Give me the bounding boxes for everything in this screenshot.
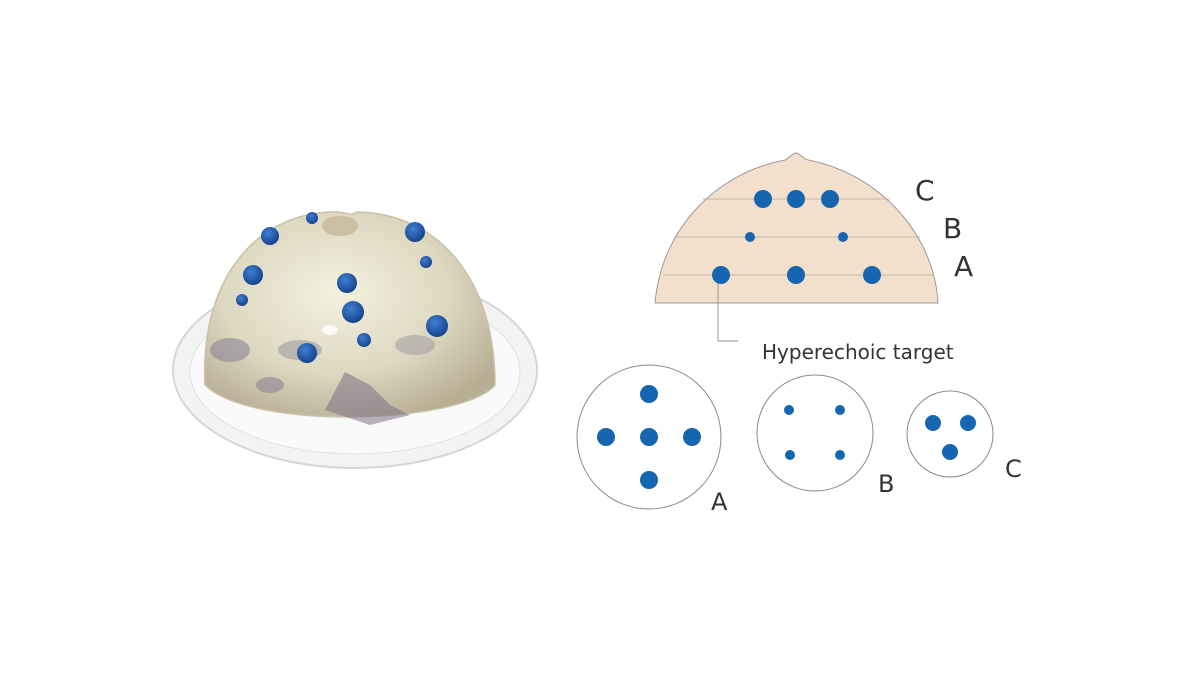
breast-outline — [654, 152, 939, 304]
side-targets — [712, 190, 881, 284]
nipple — [322, 216, 358, 236]
phantom-photo — [172, 210, 538, 469]
cross-section-a-label: A — [711, 488, 728, 516]
cross-section-c: C — [906, 390, 1022, 483]
cross-section-b-label: B — [878, 470, 894, 498]
side-view-diagram: C B A Hyperechoic target — [654, 152, 973, 364]
cross-section-a: A — [576, 364, 728, 516]
label-layer-c: C — [915, 174, 935, 207]
label-layer-a: A — [954, 250, 973, 283]
callout-leader-line — [717, 284, 738, 342]
label-layer-b: B — [943, 212, 962, 245]
callout-label: Hyperechoic target — [762, 340, 954, 364]
photo-targets — [236, 212, 448, 363]
cross-section-b: B — [756, 374, 894, 498]
cross-section-c-label: C — [1005, 455, 1022, 483]
